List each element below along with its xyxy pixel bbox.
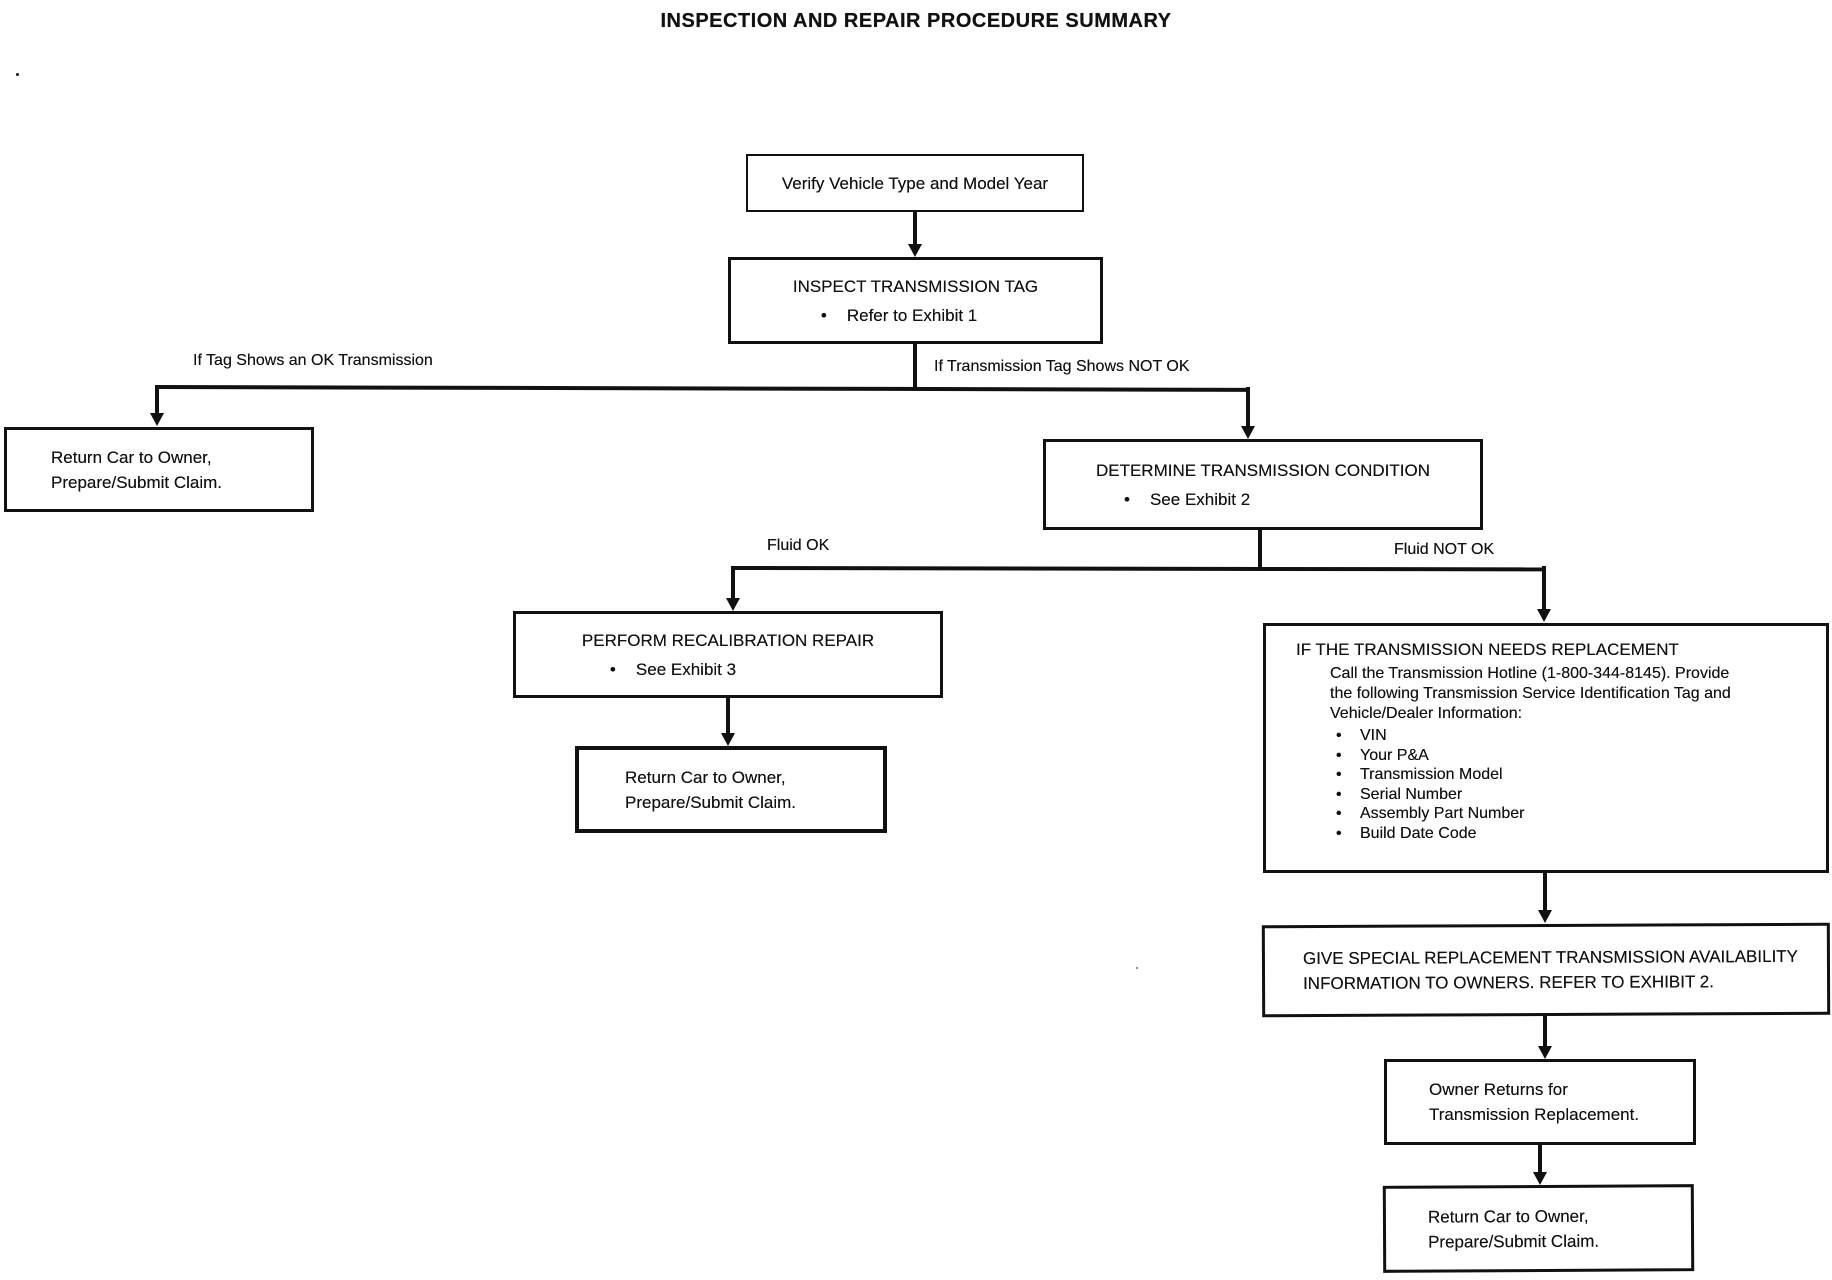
node-determine-condition: DETERMINE TRANSMISSION CONDITION •See Ex… bbox=[1043, 439, 1483, 530]
arrow-down-icon bbox=[726, 598, 740, 611]
list-item: •Transmission Model bbox=[1336, 766, 1503, 783]
node-inspect-tag: INSPECT TRANSMISSION TAG •Refer to Exhib… bbox=[728, 257, 1103, 344]
connector-determine-branch bbox=[1258, 528, 1262, 570]
node-determine-condition-bullet: •See Exhibit 2 bbox=[1124, 487, 1430, 512]
node-owner-returns-line2: Transmission Replacement. bbox=[1429, 1105, 1640, 1124]
connector-ownerreturns-final bbox=[1538, 1143, 1542, 1173]
edge-label-fluid-not-ok: Fluid NOT OK bbox=[1394, 541, 1495, 558]
arrow-down-icon bbox=[908, 244, 922, 257]
arrow-down-icon bbox=[150, 413, 164, 426]
node-perform-recalibration-heading: PERFORM RECALIBRATION REPAIR bbox=[581, 630, 875, 650]
bullet-icon: • bbox=[820, 305, 827, 325]
bullet-icon: • bbox=[1123, 489, 1130, 509]
edge-label-tag-not-ok: If Transmission Tag Shows NOT OK bbox=[934, 358, 1190, 375]
edge-label-fluid-ok: Fluid OK bbox=[767, 537, 830, 554]
node-transmission-replacement: IF THE TRANSMISSION NEEDS REPLACEMENT Ca… bbox=[1263, 623, 1829, 873]
connector-fluid-ok-drop bbox=[731, 566, 735, 600]
node-owner-returns: Owner Returns for Transmission Replaceme… bbox=[1384, 1059, 1696, 1145]
arrow-down-icon bbox=[1533, 1172, 1547, 1185]
connector-verify-inspect bbox=[913, 211, 917, 247]
node-determine-condition-heading: DETERMINE TRANSMISSION CONDITION bbox=[1095, 460, 1431, 480]
arrow-down-icon bbox=[1538, 910, 1552, 923]
node-inspect-tag-bullet: •Refer to Exhibit 1 bbox=[821, 303, 1038, 328]
connector-fluid-not-ok-drop bbox=[1542, 566, 1546, 611]
bullet-icon: • bbox=[1336, 805, 1342, 822]
bullet-icon: • bbox=[1336, 746, 1342, 764]
node-inspect-tag-heading: INSPECT TRANSMISSION TAG bbox=[792, 276, 1039, 296]
node-return-owner-final: Return Car to Owner, Prepare/Submit Clai… bbox=[1382, 1184, 1695, 1273]
node-return-owner-final-line1: Return Car to Owner, bbox=[1427, 1206, 1589, 1227]
node-return-owner-left-line1: Return Car to Owner, bbox=[51, 447, 212, 467]
connector-tag-not-ok-drop bbox=[1246, 387, 1250, 427]
bullet-icon: • bbox=[1336, 824, 1342, 842]
arrow-down-icon bbox=[1537, 609, 1551, 622]
arrow-down-icon bbox=[1538, 1046, 1552, 1059]
node-return-owner-middle-line1: Return Car to Owner, bbox=[625, 767, 786, 787]
node-verify-vehicle-label: Verify Vehicle Type and Model Year bbox=[781, 173, 1049, 193]
node-transmission-replacement-body: Call the Transmission Hotline (1-800-344… bbox=[1330, 665, 1731, 722]
scan-artifact bbox=[16, 73, 19, 76]
node-owner-returns-line1: Owner Returns for bbox=[1429, 1080, 1568, 1099]
list-item: •Build Date Code bbox=[1336, 824, 1477, 842]
node-return-owner-final-line2: Prepare/Submit Claim. bbox=[1428, 1231, 1600, 1252]
node-transmission-replacement-heading: IF THE TRANSMISSION NEEDS REPLACEMENT bbox=[1296, 640, 1679, 659]
list-item: •Assembly Part Number bbox=[1336, 805, 1525, 822]
page-title: INSPECTION AND REPAIR PROCEDURE SUMMARY bbox=[660, 10, 1172, 32]
list-item: •Your P&A bbox=[1336, 746, 1429, 764]
bullet-icon: • bbox=[609, 659, 616, 679]
node-give-replacement-info-line1: GIVE SPECIAL REPLACEMENT TRANSMISSION AV… bbox=[1302, 946, 1799, 969]
list-item: •VIN bbox=[1336, 727, 1387, 744]
node-return-owner-left-line2: Prepare/Submit Claim. bbox=[51, 472, 223, 492]
connector-replacement-giveinfo bbox=[1543, 871, 1547, 911]
node-return-owner-middle-line2: Prepare/Submit Claim. bbox=[625, 792, 797, 812]
bullet-icon: • bbox=[1336, 785, 1342, 803]
node-verify-vehicle: Verify Vehicle Type and Model Year bbox=[746, 154, 1084, 212]
connector-tag-ok-drop bbox=[155, 385, 159, 415]
bullet-icon: • bbox=[1336, 766, 1342, 783]
node-perform-recalibration-bullet: •See Exhibit 3 bbox=[610, 657, 874, 682]
connector-inspect-branch bbox=[913, 342, 917, 389]
node-give-replacement-info-line2: INFORMATION TO OWNERS. REFER TO EXHIBIT … bbox=[1303, 972, 1714, 994]
edge-label-tag-ok: If Tag Shows an OK Transmission bbox=[193, 352, 433, 369]
bullet-icon: • bbox=[1336, 727, 1342, 744]
node-give-replacement-info: GIVE SPECIAL REPLACEMENT TRANSMISSION AV… bbox=[1261, 922, 1831, 1018]
connector-fluid-branch-line bbox=[730, 566, 1547, 572]
node-return-owner-left: Return Car to Owner, Prepare/Submit Clai… bbox=[4, 427, 314, 512]
connector-tag-branch-line bbox=[154, 385, 1251, 392]
connector-giveinfo-ownerreturns bbox=[1543, 1014, 1547, 1047]
node-perform-recalibration: PERFORM RECALIBRATION REPAIR •See Exhibi… bbox=[513, 611, 943, 698]
arrow-down-icon bbox=[721, 733, 735, 746]
list-item: •Serial Number bbox=[1336, 785, 1463, 803]
arrow-down-icon bbox=[1241, 426, 1255, 439]
connector-recalibration-return bbox=[726, 696, 730, 734]
node-return-owner-middle: Return Car to Owner, Prepare/Submit Clai… bbox=[575, 746, 887, 833]
node-transmission-replacement-bullet-list: •VIN •Your P&A •Transmission Model •Seri… bbox=[1336, 726, 1812, 843]
scan-artifact bbox=[1136, 967, 1138, 969]
